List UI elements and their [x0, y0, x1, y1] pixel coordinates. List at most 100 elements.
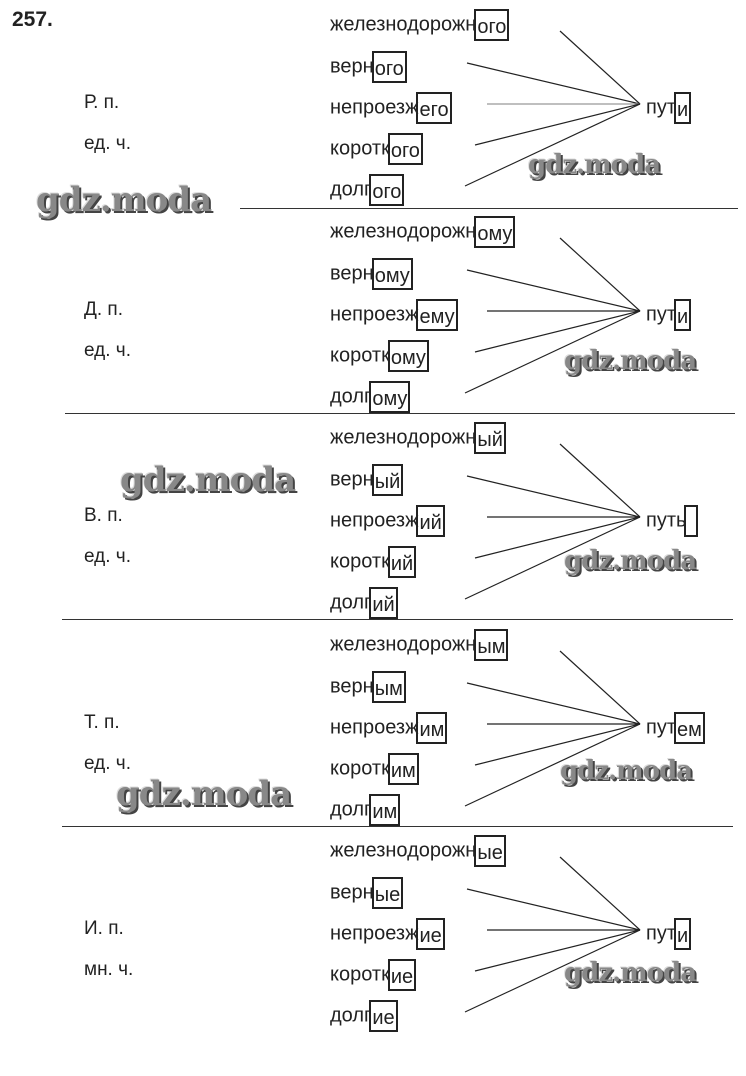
word-stem: коротк [330, 344, 390, 367]
adjective: непроезжего [330, 92, 452, 124]
connector-line [559, 237, 641, 312]
word-stem: долг [330, 178, 372, 201]
connector-line [559, 443, 641, 518]
word-ending: ому [387, 340, 429, 372]
adjective: железнодорожному [330, 216, 516, 248]
noun-stem: пут [646, 303, 676, 326]
adjective: короткого [330, 133, 423, 165]
adjective: короткие [330, 959, 417, 991]
divider [62, 619, 733, 620]
word-ending: ого [387, 133, 423, 165]
word-ending: ого [474, 9, 510, 41]
connector-line [464, 723, 641, 807]
connector-line [474, 929, 641, 972]
number-label: ед. ч. [84, 340, 131, 361]
case-label: Т. п. [84, 712, 120, 733]
exercise-number: 257. [12, 8, 53, 31]
noun-ending: ем [674, 712, 705, 744]
connector-lines [464, 443, 641, 600]
connector-line [474, 516, 641, 559]
watermark: gdz.moda [36, 180, 212, 220]
word-ending: ого [371, 51, 407, 83]
noun: путь [646, 505, 699, 537]
connector-line [559, 650, 641, 725]
word-ending: ий [387, 546, 417, 578]
adjective: коротким [330, 753, 419, 785]
divider [65, 413, 735, 414]
connector-line [464, 103, 641, 187]
number-label: ед. ч. [84, 546, 131, 567]
word-ending: им [369, 794, 401, 826]
adjective: непроезжим [330, 712, 448, 744]
noun: пути [646, 918, 692, 950]
case-label: Р. п. [84, 92, 120, 113]
word-stem: железнодорожн [330, 633, 477, 656]
connector-lines [464, 237, 641, 394]
adjective: долгий [330, 587, 398, 619]
word-ending: ые [474, 835, 506, 867]
connector-lines [464, 856, 641, 1013]
word-stem: коротк [330, 550, 390, 573]
watermark: gdz.moda [560, 756, 693, 786]
adjective: долгого [330, 174, 405, 206]
adjective: верный [330, 464, 404, 496]
noun: пути [646, 299, 692, 331]
watermark: gdz.moda [528, 150, 661, 180]
adjective: верные [330, 877, 404, 909]
watermark: gdz.moda [116, 774, 292, 814]
word-ending: ие [416, 918, 445, 950]
adjective: железнодорожного [330, 9, 510, 41]
word-ending: ого [369, 174, 405, 206]
word-stem: непроезж [330, 509, 419, 532]
noun-ending [684, 505, 699, 537]
word-stem: непроезж [330, 96, 419, 119]
noun-stem: пут [646, 716, 676, 739]
word-ending: ым [371, 671, 406, 703]
word-stem: железнодорожн [330, 220, 477, 243]
adjective: короткий [330, 546, 417, 578]
noun-stem: пут [646, 922, 676, 945]
case-label: В. п. [84, 505, 123, 526]
noun: путем [646, 712, 705, 744]
noun: пути [646, 92, 692, 124]
word-stem: коротк [330, 963, 390, 986]
watermark: gdz.moda [120, 460, 296, 500]
adjective: долгим [330, 794, 401, 826]
adjective: верным [330, 671, 406, 703]
connector-lines [464, 30, 641, 187]
connector-line [559, 856, 641, 931]
word-ending: ий [369, 587, 398, 619]
word-stem: железнодорожн [330, 426, 477, 449]
word-ending: ему [416, 299, 458, 331]
word-ending: ие [369, 1000, 398, 1032]
word-stem: железнодорожн [330, 13, 477, 36]
word-stem: долг [330, 591, 372, 614]
number-label: ед. ч. [84, 753, 131, 774]
word-ending: ие [387, 959, 417, 991]
connector-line [466, 682, 641, 725]
divider [62, 826, 733, 827]
word-stem: верн [330, 468, 374, 491]
word-ending: ый [371, 464, 404, 496]
word-stem: верн [330, 55, 374, 78]
word-stem: верн [330, 262, 374, 285]
noun-stem: пут [646, 96, 676, 119]
word-stem: верн [330, 675, 374, 698]
word-ending: ому [369, 381, 411, 413]
number-label: мн. ч. [84, 959, 134, 980]
connector-line [474, 723, 641, 766]
word-stem: верн [330, 881, 374, 904]
connector-line [464, 929, 641, 1013]
adjective: верного [330, 51, 407, 83]
connector-line [466, 269, 641, 312]
case-label: И. п. [84, 918, 124, 939]
adjective: непроезжие [330, 918, 445, 950]
adjective: короткому [330, 340, 429, 372]
connector-line [466, 62, 641, 105]
word-stem: коротк [330, 757, 390, 780]
connector-line [464, 310, 641, 394]
connector-line [464, 516, 641, 600]
